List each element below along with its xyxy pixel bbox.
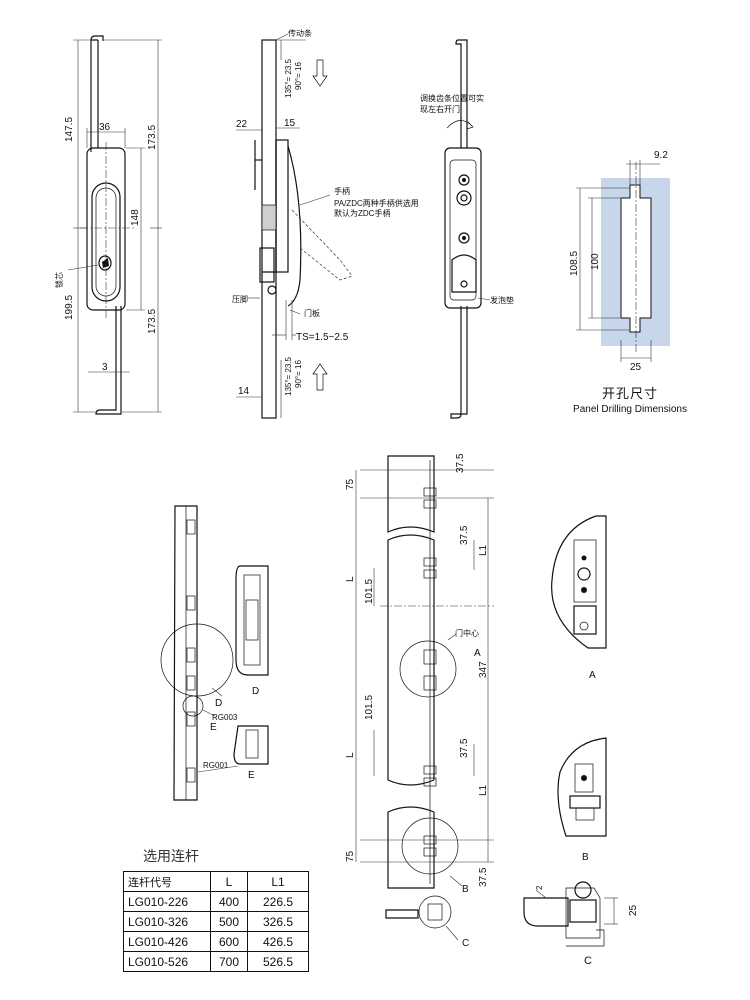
header-L: L: [210, 871, 248, 892]
dim-25: 25: [630, 362, 642, 373]
dim-108-5: 108.5: [569, 251, 580, 276]
label-B: B: [462, 884, 469, 895]
adjust-note-2: 现左右开门: [420, 104, 460, 114]
dim-37-5-d: 37.5: [478, 867, 489, 887]
table-row: LG010-526 700 526.5: [123, 951, 309, 972]
panel-caption: 开孔尺寸 Panel Drilling Dimensions: [560, 383, 700, 415]
front-view: 147.5 199.5 173.5 173.5 148 36 3 锁芯: [54, 35, 162, 415]
rg001-label: RG001: [203, 761, 229, 770]
table-row: LG010-226 400 226.5: [123, 891, 309, 912]
table-row: LG010-326 500 326.5: [123, 911, 309, 932]
assembly-view: 75 37.5 37.5 L1 L 101.5 347 101.5 37.5 L…: [345, 453, 494, 949]
label-E: E: [210, 722, 217, 733]
dim-37-5-c: 37.5: [459, 738, 470, 758]
angle-90-bottom: 90°= 16: [294, 360, 303, 388]
dim-15: 15: [284, 118, 296, 129]
header-L1: L1: [247, 871, 309, 892]
table-header-row: 连杆代号 L L1: [123, 871, 309, 892]
angle-90-top: 90°= 16: [294, 62, 303, 90]
side-view: 22 15 14 135°= 23.5 90°= 16 135°= 23.5 9…: [232, 28, 419, 419]
dim-2: 2: [535, 885, 544, 890]
dim-14: 14: [238, 386, 250, 397]
dim-100: 100: [590, 253, 601, 270]
rod-code: LG010-426: [123, 931, 211, 952]
label-A: A: [474, 648, 481, 659]
detail-B-label: B: [582, 852, 589, 863]
dim-101-5-a: 101.5: [364, 579, 375, 604]
foam-pad-label: 发泡垫: [490, 295, 514, 305]
dim-L-top: L: [345, 576, 356, 582]
detail-A-label: A: [589, 670, 596, 681]
up-arrow-icon: [312, 363, 328, 391]
rod-L: 400: [210, 891, 248, 912]
detail-views: A B 2 25 C: [523, 515, 639, 967]
dim-L-bottom: L: [345, 752, 356, 758]
label-D-detail: D: [252, 686, 259, 697]
dim-173-5-bottom: 173.5: [147, 309, 158, 334]
detail-C-label: C: [584, 955, 592, 967]
dim-37-5-b: 37.5: [459, 525, 470, 545]
panel-title-zh: 开孔尺寸: [601, 386, 658, 401]
dim-25-detail: 25: [628, 904, 639, 916]
rod-L: 600: [210, 931, 248, 952]
dim-3: 3: [102, 362, 108, 373]
handle-note-1: PA/ZDC两种手柄供选用: [334, 198, 419, 208]
dim-347: 347: [478, 661, 489, 678]
rod-L1: 426.5: [247, 931, 309, 952]
rod-L1: 526.5: [247, 951, 309, 972]
rod-code: LG010-326: [123, 911, 211, 932]
curved-arrow-icon: [446, 120, 474, 130]
dim-L1-bottom: L1: [478, 784, 489, 796]
label-C: C: [462, 938, 469, 949]
adjust-note-1: 调换齿条位置可实: [420, 93, 484, 103]
lock-core-label: 锁芯: [54, 272, 64, 288]
rod-code: LG010-526: [123, 951, 211, 972]
rod-table-title: 选用连杆: [143, 848, 199, 864]
table-row: LG010-426 600 426.5: [123, 931, 309, 952]
rod-code: LG010-226: [123, 891, 211, 912]
handle-note-2: 默认为ZDC手柄: [334, 208, 390, 218]
dim-37-5-a: 37.5: [455, 453, 466, 473]
rg003-label: RG003: [212, 713, 238, 722]
dim-L1-top: L1: [478, 544, 489, 556]
header-rod-code: 连杆代号: [123, 871, 211, 892]
dim-147-5: 147.5: [64, 117, 75, 142]
rod-L1: 226.5: [247, 891, 309, 912]
ts-label: TS=1.5~2.5: [296, 332, 349, 343]
rod-L: 500: [210, 911, 248, 932]
dim-22: 22: [236, 119, 248, 130]
dim-75-top: 75: [345, 478, 356, 490]
rod-L1: 326.5: [247, 911, 309, 932]
dim-9-2: 9.2: [654, 150, 668, 161]
label-E-detail: E: [248, 770, 255, 781]
handle-label: 手柄: [334, 186, 350, 196]
label-D: D: [215, 698, 222, 709]
drive-bar-label: 传动条: [288, 28, 312, 38]
panel-drilling: 9.2 108.5 100 25: [569, 150, 670, 373]
angle-135-bottom: 135°= 23.5: [284, 356, 293, 396]
panel-title-en: Panel Drilling Dimensions: [573, 404, 687, 415]
rod-L: 700: [210, 951, 248, 972]
angle-135-top: 135°= 23.5: [284, 58, 293, 98]
dim-75-bottom: 75: [345, 850, 356, 862]
dim-101-5-b: 101.5: [364, 695, 375, 720]
dim-36: 36: [99, 122, 111, 133]
door-panel-label: 门板: [304, 308, 320, 318]
rod-selection-table: 连杆代号 L L1 LG010-226 400 226.5 LG010-326 …: [123, 871, 309, 972]
rod-view: D E RG003 RG001 D E: [160, 505, 269, 801]
dim-199-5: 199.5: [64, 295, 75, 320]
door-center-label: 门中心: [455, 628, 479, 638]
dim-173-5-top: 173.5: [147, 125, 158, 150]
down-arrow-icon: [312, 59, 328, 87]
dim-148: 148: [130, 209, 141, 226]
press-foot-label: 压脚: [232, 294, 248, 304]
back-view: 调换齿条位置可实 现左右开门 发泡垫: [420, 39, 514, 419]
